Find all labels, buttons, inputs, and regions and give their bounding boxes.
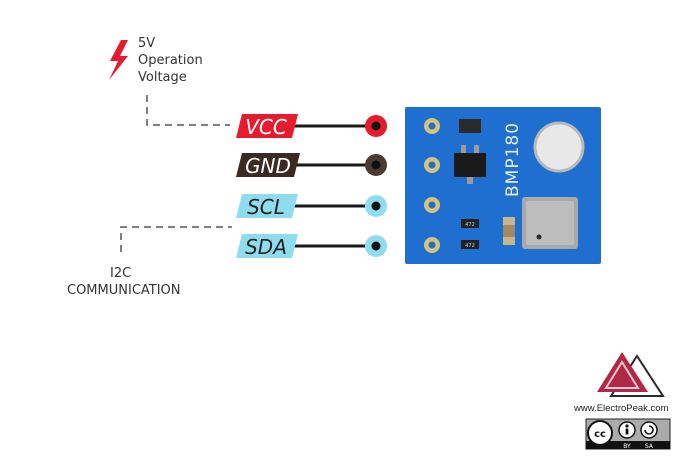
power-leader-line xyxy=(146,95,230,126)
license-by: BY xyxy=(623,443,631,450)
resistor-top xyxy=(461,219,479,228)
lightning-icon xyxy=(109,40,128,80)
website-text: www.ElectroPeak.com xyxy=(574,403,669,414)
resistor-label-bottom: 472 xyxy=(465,243,475,249)
header-holes xyxy=(424,118,440,253)
i2c-annotation: I2C COMMUNICATION xyxy=(67,265,181,299)
i2c-line-1: I2C xyxy=(110,266,132,281)
pin-sda: SDA xyxy=(236,234,387,259)
pin-vcc-label: VCC xyxy=(245,115,287,139)
power-line-1: 5V xyxy=(138,36,156,51)
chip-label: BMP180 xyxy=(503,122,523,197)
creative-commons-icon: cc BY SA xyxy=(585,418,671,450)
pin-sda-label: SDA xyxy=(245,235,287,259)
power-annotation: 5V Operation Voltage xyxy=(138,35,203,86)
pin-gnd-tag xyxy=(236,153,300,177)
pin-vcc-tag xyxy=(236,114,298,138)
mounting-hole xyxy=(533,121,585,173)
resistor-label-top: 472 xyxy=(465,222,475,228)
pin-scl: SCL xyxy=(236,194,387,219)
resistor-bottom xyxy=(461,240,479,249)
power-line-3: Voltage xyxy=(138,70,187,85)
pin-vcc: VCC xyxy=(236,114,387,139)
electropeak-logo xyxy=(597,352,665,397)
license-sa: SA xyxy=(645,443,654,450)
capacitor xyxy=(459,119,481,133)
pin-scl-tag xyxy=(236,194,298,218)
pin-scl-label: SCL xyxy=(247,195,285,219)
i2c-line-2: COMMUNICATION xyxy=(67,283,181,298)
i2c-leader-line xyxy=(120,226,232,252)
power-line-2: Operation xyxy=(138,53,203,68)
regulator-chip xyxy=(454,153,486,177)
svg-text:cc: cc xyxy=(594,429,606,440)
pin-gnd: GND xyxy=(236,153,387,178)
pin-sda-tag xyxy=(236,234,298,258)
pin-gnd-label: GND xyxy=(245,154,291,178)
